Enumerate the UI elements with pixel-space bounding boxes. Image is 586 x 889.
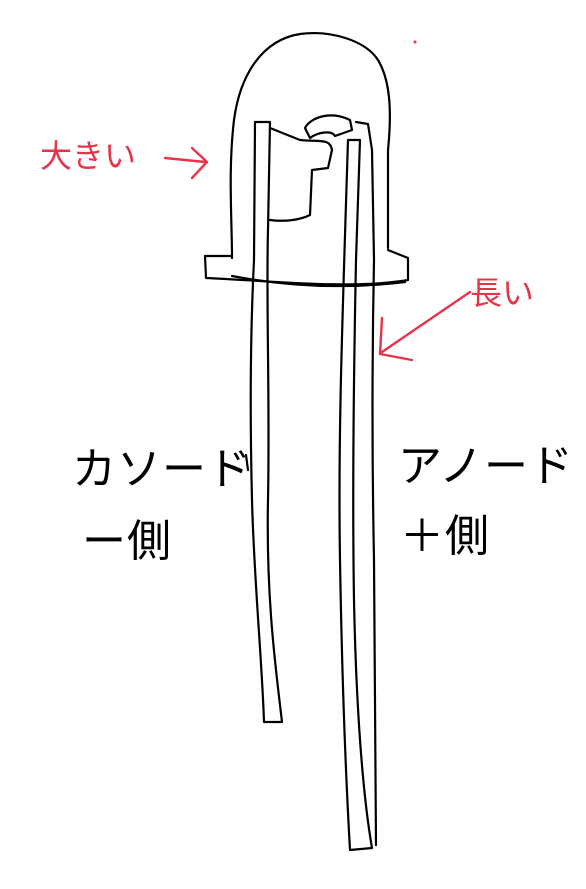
anode-polarity-label: ＋側 [400,511,490,562]
anode-lead [338,138,374,852]
anode-name-label: アノード [398,441,575,492]
anode-post [303,114,354,140]
long-arrow-shaft [380,290,472,354]
big-arrow-head [190,146,209,180]
led-flange-base [230,274,407,288]
stray-dot [413,40,417,44]
big-arrow-shaft [163,156,207,164]
long-arrow-head [378,316,414,362]
big-label: 大きい [40,137,137,175]
led-flange [203,248,410,286]
cathode-lead-mark [244,453,250,472]
anode-post-right [354,120,378,847]
cathode-polarity-label: ー側 [82,516,172,567]
cathode-anvil [268,126,334,222]
led-dome-outline [229,32,391,260]
cathode-lead [249,120,284,724]
cathode-name-label: カソード [72,444,252,495]
long-label: 長い [470,274,535,312]
